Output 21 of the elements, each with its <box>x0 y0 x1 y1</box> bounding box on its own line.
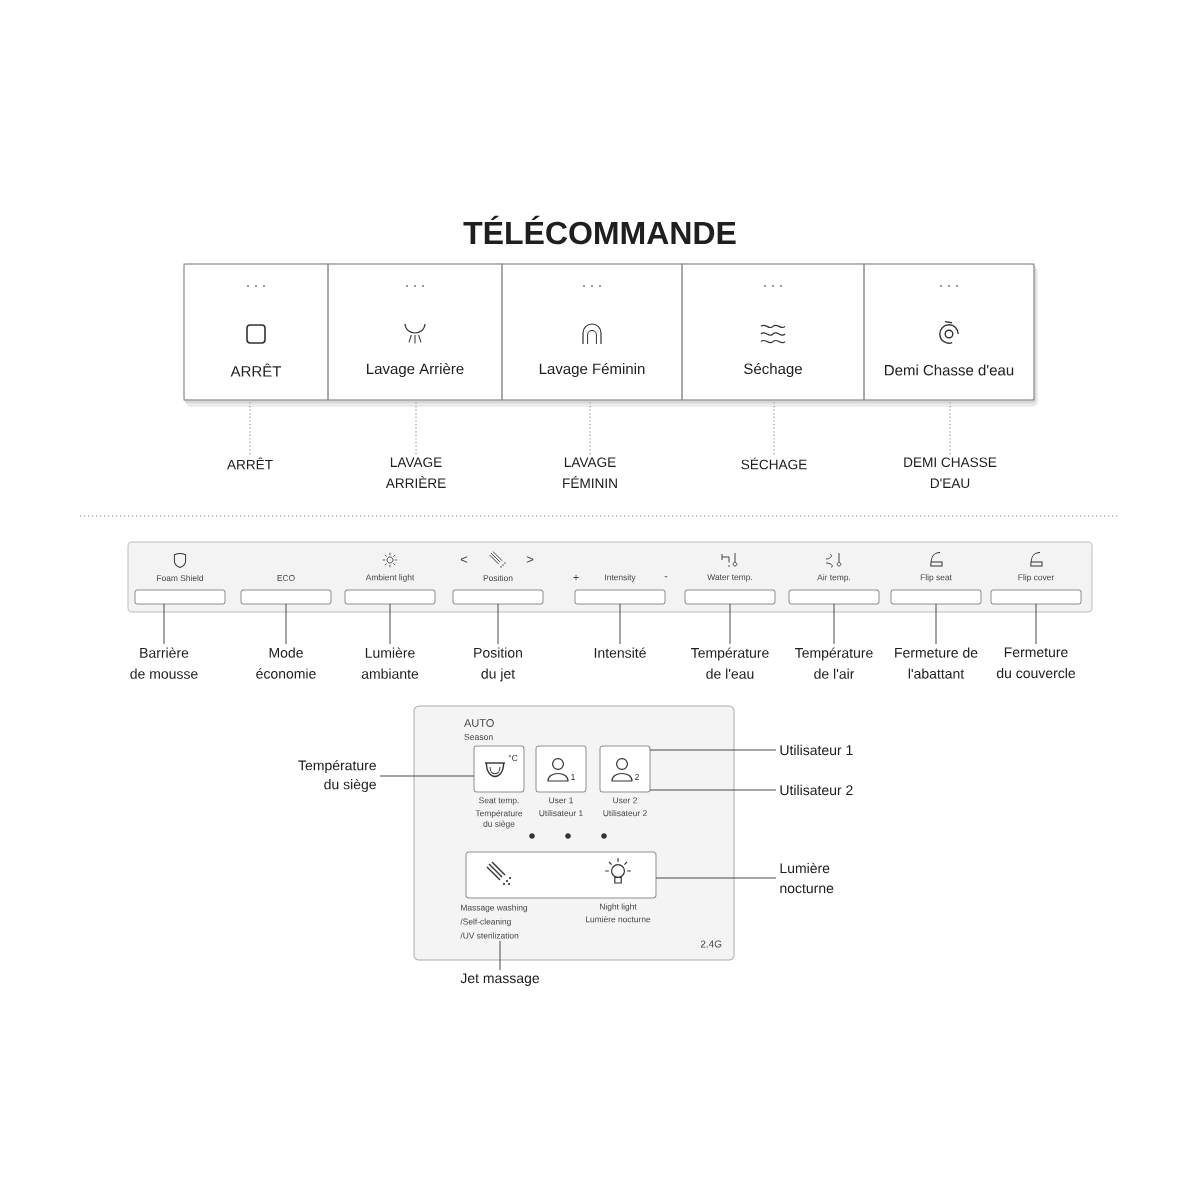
leader-line <box>379 775 475 777</box>
leader-line <box>833 603 835 645</box>
leader-line <box>655 877 777 879</box>
leader-line <box>773 399 775 455</box>
leader-line <box>589 399 591 455</box>
leader-line <box>415 399 417 455</box>
leader-line <box>619 603 621 645</box>
leader-line <box>499 940 501 971</box>
leader-line <box>1035 603 1037 645</box>
leader-line <box>649 789 777 791</box>
leader-line <box>497 603 499 645</box>
leader-line <box>163 603 165 645</box>
leader-line <box>729 603 731 645</box>
leader-line <box>649 749 777 751</box>
leader-line <box>285 603 287 645</box>
remote-panel <box>183 263 1038 407</box>
leader-line <box>249 399 251 455</box>
title: TÉLÉCOMMANDE <box>463 215 736 245</box>
leader-line <box>389 603 391 645</box>
leader-line <box>949 399 951 455</box>
leader-line <box>935 603 937 645</box>
